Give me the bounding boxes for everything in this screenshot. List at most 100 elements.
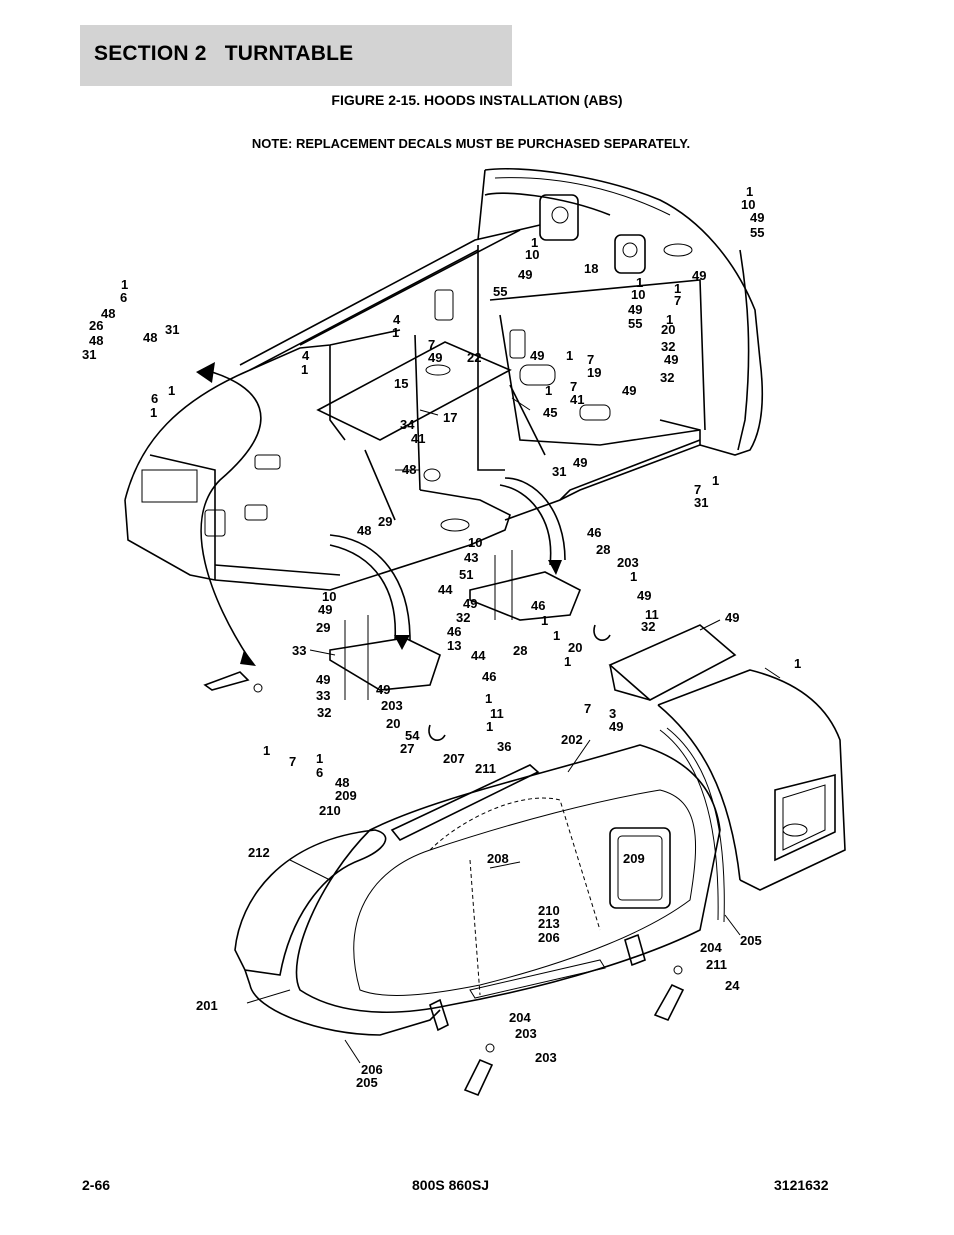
callout-label: 45 <box>543 405 557 420</box>
page-number: 2-66 <box>82 1177 111 1193</box>
callout-label: 7 <box>289 754 296 769</box>
callout-label: 32 <box>661 339 675 354</box>
callout-label: 203 <box>617 555 639 570</box>
callout-label: 41 <box>411 431 425 446</box>
callout-label: 49 <box>609 719 623 734</box>
callout-label: 24 <box>725 978 740 993</box>
callout-label: 205 <box>356 1075 378 1090</box>
callout-label: 1 <box>746 184 753 199</box>
callout-label: 1 <box>545 383 552 398</box>
callout-label: 212 <box>248 845 270 860</box>
callout-label: 36 <box>497 739 511 754</box>
callout-label: 49 <box>428 350 442 365</box>
callout-label: 10 <box>525 247 539 262</box>
callout-label: 43 <box>464 550 478 565</box>
figure-title: FIGURE 2-15. HOODS INSTALLATION (ABS) <box>331 92 623 108</box>
callout-label: 210 <box>538 903 560 918</box>
callout-label: 7 <box>587 352 594 367</box>
callout-label: 55 <box>493 284 507 299</box>
callout-label: 10 <box>468 535 482 550</box>
callout-label: 207 <box>443 751 465 766</box>
rear-hood <box>608 624 846 923</box>
callout-label: 27 <box>400 741 414 756</box>
callout-label: 7 <box>570 379 577 394</box>
callout-label: 7 <box>428 337 435 352</box>
callout-label: 11 <box>645 607 659 622</box>
callout-label: 19 <box>587 365 601 380</box>
callout-label: 11 <box>490 706 504 721</box>
callout-label: 34 <box>400 417 415 432</box>
callout-label: 49 <box>316 672 330 687</box>
callout-label: 203 <box>515 1026 537 1041</box>
callout-label: 28 <box>596 542 610 557</box>
callout-label: 20 <box>661 322 675 337</box>
callout-label: 1 <box>541 613 548 628</box>
callout-label: 46 <box>447 624 461 639</box>
callout-label: 205 <box>740 933 762 948</box>
callout-label: 203 <box>381 698 403 713</box>
callout-label: 210 <box>319 803 341 818</box>
callout-label: 31 <box>694 495 708 510</box>
callout-label: 10 <box>631 287 645 302</box>
callout-label: 1 <box>636 275 643 290</box>
callout-label: 1 <box>666 312 673 327</box>
callout-label: 1 <box>712 473 719 488</box>
callout-label: 209 <box>623 851 645 866</box>
callout-label: 204 <box>700 940 722 955</box>
callout-label: 49 <box>664 352 678 367</box>
callout-label: 1 <box>121 277 128 292</box>
callout-label: 4 <box>393 312 401 327</box>
callout-label: 1 <box>553 628 560 643</box>
callout-label: 202 <box>561 732 583 747</box>
callout-label: 206 <box>361 1062 383 1077</box>
callout-label: 10 <box>741 197 755 212</box>
callout-label: 48 <box>89 333 103 348</box>
callout-label: 1 <box>630 569 637 584</box>
leader-lines <box>246 397 781 1064</box>
callout-label: 44 <box>471 648 486 663</box>
callout-label: 1 <box>168 383 175 398</box>
callout-label: 32 <box>317 705 331 720</box>
callout-label: 211 <box>706 957 727 972</box>
callout-label: 7 <box>694 482 701 497</box>
callout-label: 26 <box>89 318 103 333</box>
callout-label: 51 <box>459 567 473 582</box>
callout-label: 46 <box>587 525 601 540</box>
front-hood <box>234 829 441 1036</box>
callout-label: 33 <box>292 643 306 658</box>
callout-label: 31 <box>165 322 179 337</box>
callout-label: 20 <box>386 716 400 731</box>
callout-label: 49 <box>637 588 651 603</box>
callout-label: 208 <box>487 851 509 866</box>
callout-label: 49 <box>622 383 636 398</box>
callout-labels: 1 10 49 55 1 10 49 55 18 1 10 49 1 7 49 … <box>82 184 801 1090</box>
callout-label: 54 <box>405 728 420 743</box>
callout-label: 1 <box>674 281 681 296</box>
manual-part-number: 3121632 <box>774 1177 829 1193</box>
callout-label: 32 <box>641 619 655 634</box>
callout-label: 204 <box>509 1010 531 1025</box>
callout-label: 33 <box>316 688 330 703</box>
callout-label: 4 <box>302 348 310 363</box>
callout-label: 29 <box>378 514 392 529</box>
model-name: 800S 860SJ <box>412 1177 490 1193</box>
callout-label: 49 <box>692 268 706 283</box>
callout-label: 49 <box>628 302 642 317</box>
callout-label: 31 <box>552 464 566 479</box>
callout-label: 49 <box>725 610 739 625</box>
callout-label: 1 <box>392 325 399 340</box>
callout-label: 203 <box>535 1050 557 1065</box>
callout-label: 206 <box>538 930 560 945</box>
callout-label: 46 <box>531 598 545 613</box>
callout-label: 1 <box>301 362 308 377</box>
callout-label: 32 <box>660 370 674 385</box>
callout-label: 49 <box>573 455 587 470</box>
callout-label: 7 <box>584 701 591 716</box>
callout-label: 13 <box>447 638 461 653</box>
callout-label: 49 <box>463 596 477 611</box>
callout-label: 1 <box>794 656 801 671</box>
callout-label: 17 <box>443 410 457 425</box>
callout-label: 22 <box>467 350 481 365</box>
callout-label: 20 <box>568 640 582 655</box>
